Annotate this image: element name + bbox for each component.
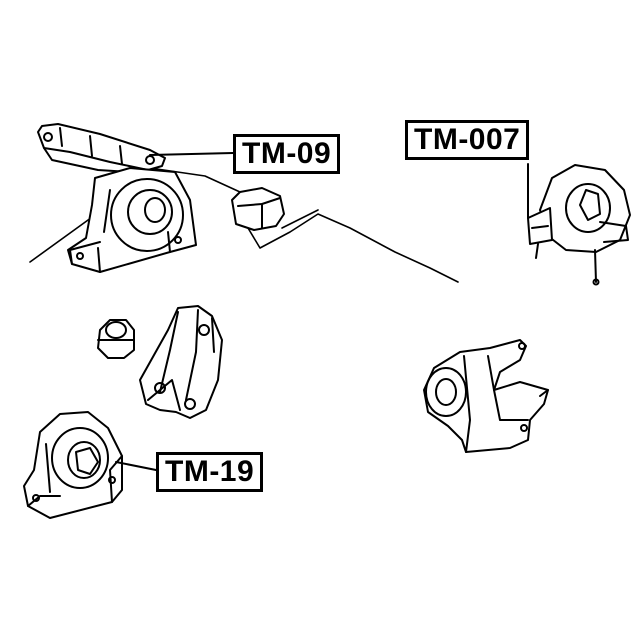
leader-tm09: [149, 152, 234, 156]
mount-right: [423, 339, 549, 453]
mount-tm09: [37, 123, 197, 273]
mount-tm19: [23, 411, 123, 519]
bushing-left: [97, 319, 135, 359]
bracket-center: [139, 305, 223, 419]
label-tm-007: TM-007: [405, 120, 530, 160]
label-tm-09: TM-09: [233, 134, 341, 174]
bushing-center: [231, 187, 285, 231]
leader-tm19: [115, 461, 157, 471]
label-tm-19: TM-19: [156, 452, 264, 492]
mount-tm007: [527, 164, 631, 286]
